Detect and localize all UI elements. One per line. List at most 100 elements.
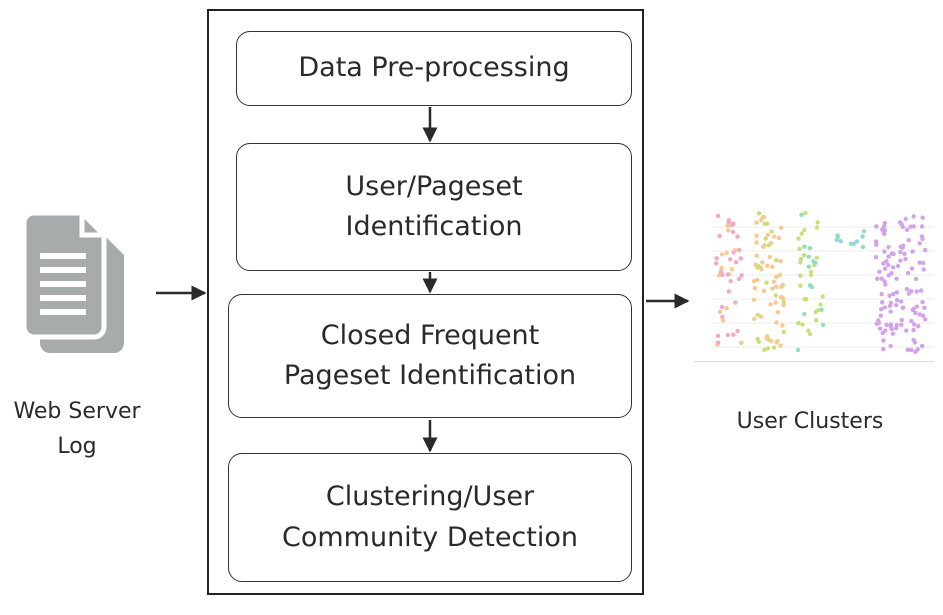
thumbnail-point: [908, 224, 913, 229]
thumbnail-point: [725, 332, 731, 338]
thumbnail-point: [761, 288, 767, 294]
thumbnail-point: [806, 264, 811, 269]
thumbnail-point: [720, 314, 725, 320]
thumbnail-point: [718, 269, 724, 274]
thumbnail-point: [914, 304, 919, 309]
thumbnail-point: [764, 336, 769, 341]
thumbnail-point: [754, 240, 759, 245]
thumbnail-point: [716, 273, 722, 278]
thumbnail-point: [922, 305, 927, 310]
thumbnail-point: [774, 284, 779, 289]
thumbnail-point: [883, 328, 888, 333]
thumbnail-point: [719, 252, 725, 257]
thumbnail-point: [738, 256, 743, 261]
thumbnail-point: [728, 257, 733, 262]
thumbnail-point: [890, 331, 896, 336]
thumbnail-point: [764, 280, 769, 285]
thumbnail-point: [714, 261, 719, 266]
thumbnail-point: [733, 260, 739, 265]
thumbnail-point: [903, 256, 908, 262]
thumbnail-point: [756, 263, 761, 269]
thumbnail-point: [717, 233, 722, 239]
thumbnail-point: [882, 220, 887, 226]
step-closed-frequent-pageset-identification: Closed Frequent Pageset Identification: [228, 294, 632, 418]
thumbnail-point: [798, 273, 803, 278]
thumbnail-point: [780, 296, 785, 301]
thumbnail-point: [915, 347, 920, 352]
step-label: Data Pre-processing: [298, 52, 570, 84]
thumbnail-point: [912, 340, 918, 345]
thumbnail-point: [795, 347, 801, 353]
thumbnail-point: [898, 299, 904, 304]
thumbnail-point: [768, 302, 773, 307]
thumbnail-point: [886, 244, 891, 250]
thumbnail-point: [760, 260, 765, 265]
thumbnail-point: [898, 258, 903, 263]
thumbnail-point: [879, 291, 884, 297]
thumbnail-point: [802, 296, 807, 302]
thumbnail-point: [874, 321, 879, 326]
thumbnail-point: [873, 255, 879, 260]
thumbnail-point: [808, 269, 814, 274]
thumbnail-point: [725, 272, 730, 277]
thumbnail-point: [920, 236, 925, 242]
thumbnail-point: [754, 253, 759, 258]
thumbnail-point: [909, 318, 914, 324]
thumbnail-point: [889, 251, 895, 256]
step-data-preprocessing: Data Pre-processing: [236, 31, 632, 106]
thumbnail-point: [820, 294, 825, 299]
thumbnail-point: [814, 318, 819, 323]
thumbnail-point: [905, 347, 910, 352]
thumbnail-point: [838, 239, 843, 244]
thumbnail-point: [735, 328, 740, 334]
thumbnail-point: [768, 241, 774, 246]
thumbnail-point: [878, 313, 883, 318]
thumbnail-point: [739, 340, 744, 345]
thumbnail-point: [756, 211, 762, 216]
thumbnail-point: [894, 276, 899, 281]
thumbnail-point: [860, 234, 865, 239]
thumbnail-point: [755, 277, 760, 283]
thumbnail-point: [886, 262, 891, 268]
thumbnail-point: [881, 346, 886, 352]
thumbnail-point: [774, 320, 779, 325]
thumbnail-point: [754, 220, 759, 225]
thumbnail-point: [800, 322, 805, 327]
thumbnail-point: [724, 250, 729, 255]
thumbnail-point: [806, 254, 811, 259]
thumbnail-point: [888, 324, 893, 329]
thumbnail-point: [882, 266, 888, 271]
thumbnail-point: [895, 263, 901, 269]
thumbnail-point: [874, 224, 879, 229]
thumbnail-point: [904, 287, 910, 292]
thumbnail-point: [879, 307, 884, 312]
thumbnail-point: [902, 251, 907, 257]
thumbnail-point: [751, 279, 757, 284]
thumbnail-point: [761, 244, 766, 250]
thumbnail-point: [774, 274, 779, 280]
thumbnail-point: [735, 234, 740, 239]
thumbnail-point: [726, 219, 731, 225]
thumbnail-point: [726, 228, 731, 233]
thumbnail-point: [720, 318, 726, 323]
thumbnail-point: [802, 244, 807, 249]
thumbnail-point: [917, 241, 922, 246]
pipeline-container: [207, 9, 644, 595]
thumbnail-point: [913, 310, 918, 316]
thumbnail-point: [780, 282, 785, 288]
thumbnail-point: [802, 227, 807, 233]
thumbnail-point: [719, 304, 725, 310]
thumbnail-point: [720, 272, 725, 278]
thumbnail-point: [778, 259, 783, 264]
output-label: User Clusters: [736, 409, 884, 434]
thumbnail-point: [777, 272, 783, 277]
thumbnail-point: [894, 290, 900, 295]
thumbnail-point: [882, 249, 887, 254]
thumbnail-point: [801, 253, 807, 258]
thumbnail-point: [917, 312, 922, 317]
thumbnail-point: [781, 329, 786, 334]
step-clustering-community-detection: Clustering/User Community Detection: [228, 453, 632, 582]
thumbnail-point: [730, 222, 735, 228]
thumbnail-point: [874, 242, 879, 247]
